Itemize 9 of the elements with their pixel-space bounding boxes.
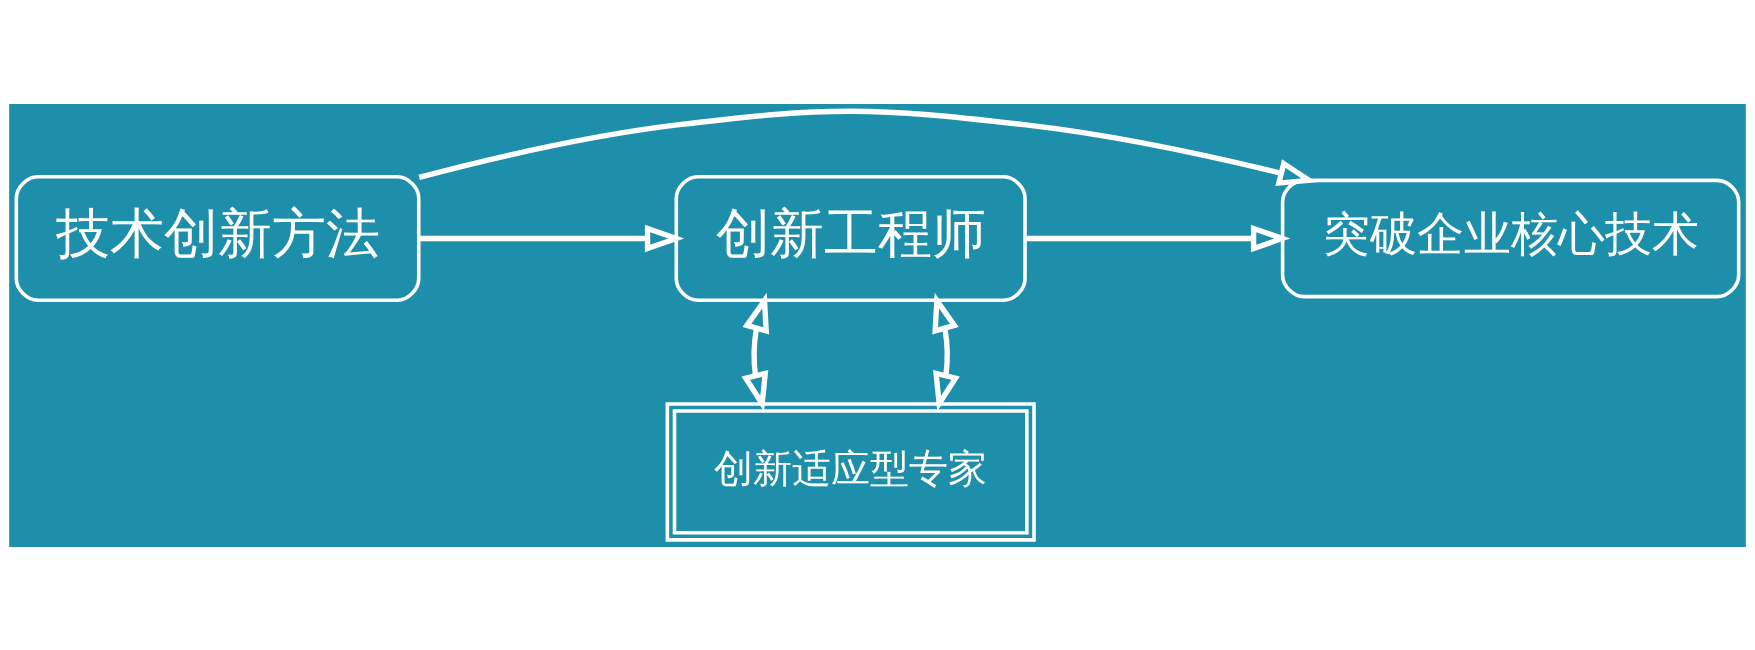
arrow (418, 108, 1317, 186)
node-box: 创新工程师 (674, 174, 1027, 302)
arrow (932, 292, 960, 412)
node-box: 创新适应型专家 (665, 401, 1036, 542)
arrow (1025, 224, 1291, 252)
arrow (741, 292, 770, 412)
arrow (419, 224, 685, 252)
node-box: 突破企业核心技术 (1280, 178, 1741, 298)
node-box: 技术创新方法 (14, 174, 421, 302)
